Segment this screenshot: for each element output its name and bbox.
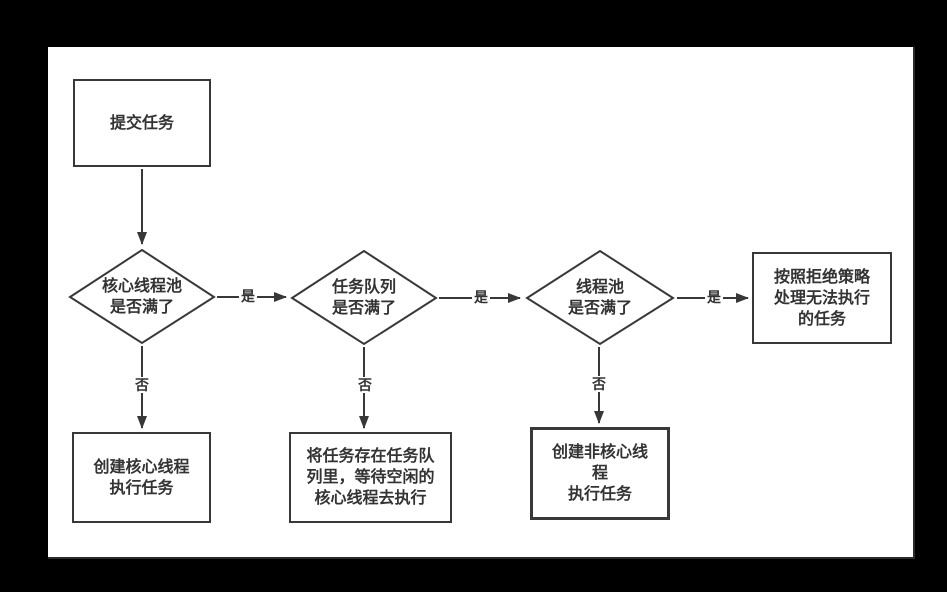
node-create-core-thread: 创建核心线程 执行任务 — [72, 432, 211, 523]
decision-task-queue-full-label: 任务队列 是否满了 — [331, 279, 396, 317]
edge-label-no-3: 否 — [590, 376, 608, 392]
edge-label-no-1: 否 — [133, 377, 151, 393]
decision-core-pool-full-label: 核心线程池 是否满了 — [101, 278, 182, 316]
decision-thread-pool-full: 线程池 是否满了 — [525, 250, 675, 346]
decision-core-pool-full: 核心线程池 是否满了 — [68, 249, 216, 345]
node-enqueue-task: 将任务存在任务队 列里，等待空闲的 核心线程去执行 — [289, 432, 452, 523]
edge-label-yes-3: 是 — [705, 289, 723, 305]
diamond-shape — [525, 250, 675, 346]
node-reject-policy: 按照拒绝策略 处理无法执行 的任务 — [752, 252, 892, 344]
diamond-shape — [68, 249, 216, 345]
edge-label-yes-2: 是 — [472, 289, 490, 305]
edge-label-no-2: 否 — [356, 377, 374, 393]
decision-task-queue-full: 任务队列 是否满了 — [290, 250, 438, 346]
decision-thread-pool-full-label: 线程池 是否满了 — [567, 279, 632, 317]
diamond-shape — [290, 250, 438, 346]
node-submit-task: 提交任务 — [73, 79, 211, 167]
node-create-noncore-thread: 创建非核心线 程 执行任务 — [530, 427, 670, 520]
edge-label-yes-1: 是 — [239, 288, 257, 304]
